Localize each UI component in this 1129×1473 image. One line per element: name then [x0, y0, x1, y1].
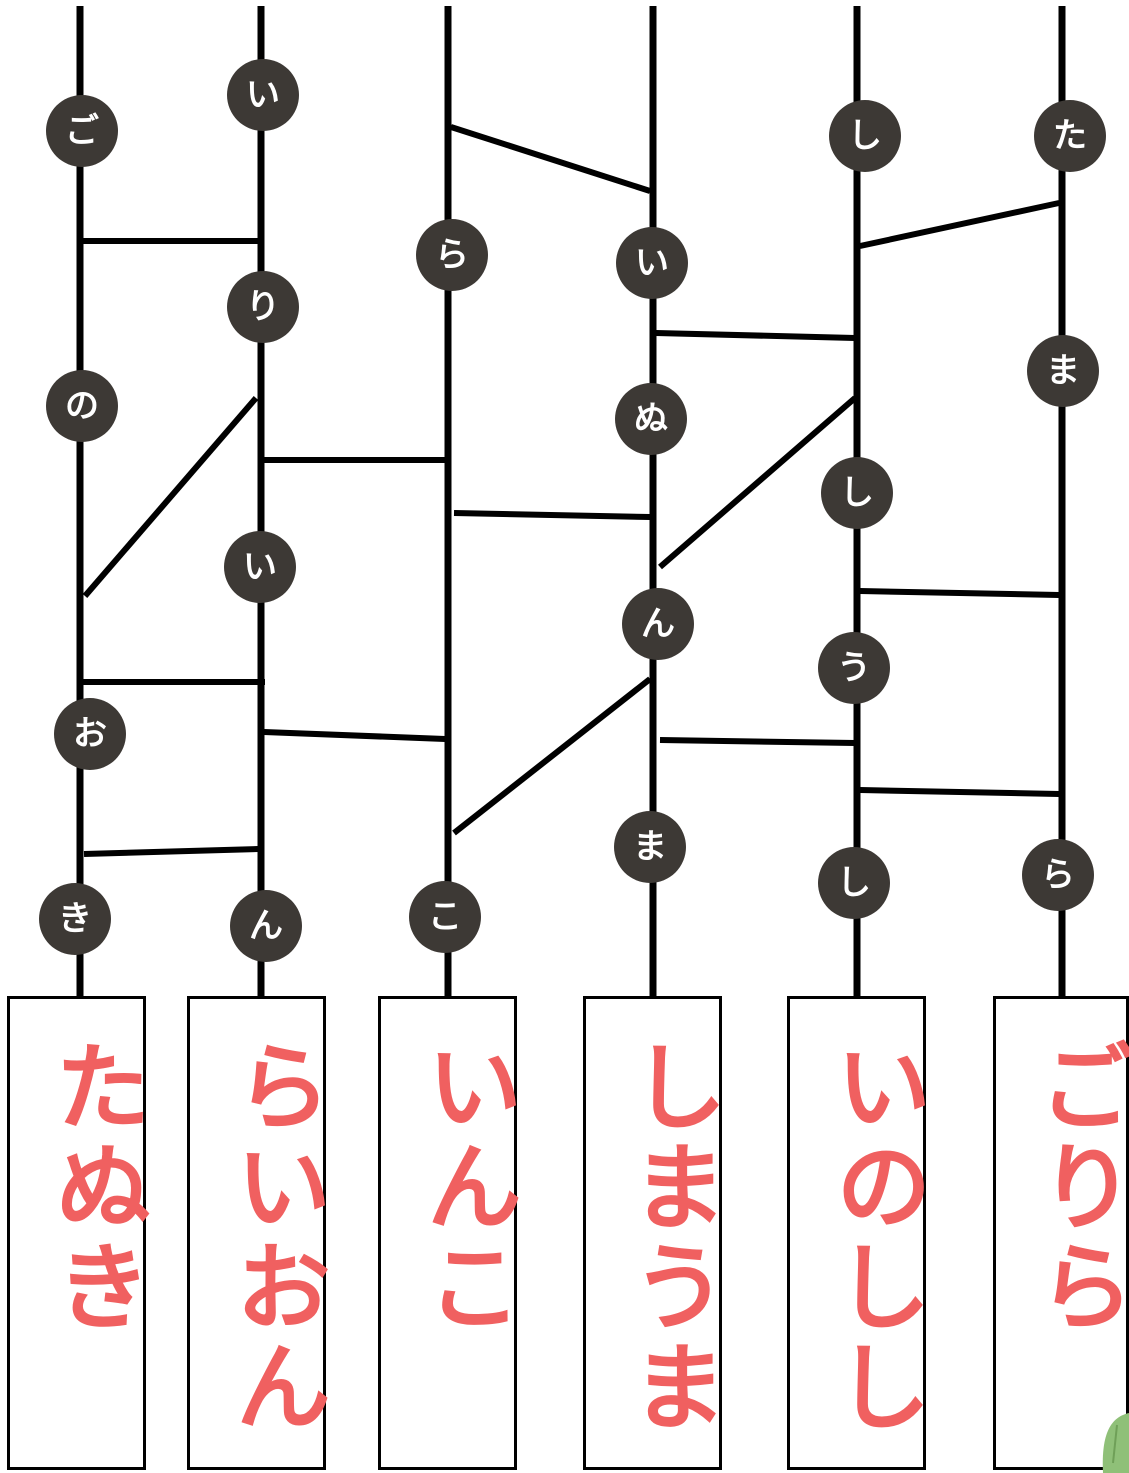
answer-card-2[interactable]: らいおん: [187, 996, 331, 1470]
answer-card-label: ごりら: [1022, 1037, 1129, 1337]
svg-text:し: し: [837, 863, 871, 903]
rung: [859, 200, 1060, 249]
svg-text:し: し: [848, 116, 882, 156]
svg-text:た: た: [1053, 116, 1087, 156]
svg-text:ぬ: ぬ: [634, 399, 668, 439]
lane-2-syllable: ん: [230, 890, 302, 962]
lane-1-syllable: お: [54, 698, 126, 770]
svg-text:ら: ら: [435, 235, 469, 275]
svg-text:し: し: [840, 473, 874, 513]
lane-5-syllable: し: [829, 100, 901, 172]
lane-4-syllable: ん: [622, 588, 694, 660]
svg-text:い: い: [246, 75, 280, 115]
leaf-icon: [1102, 1413, 1129, 1473]
lane-4-syllable: い: [616, 227, 688, 299]
answer-card-label: しまうま: [615, 1037, 727, 1437]
rung: [859, 787, 1060, 797]
rung: [859, 588, 1060, 598]
answer-card-label: らいおん: [219, 1037, 331, 1437]
lane-3-syllable: ら: [416, 219, 488, 291]
answer-card-1[interactable]: たぬき: [7, 996, 151, 1470]
answer-card-3[interactable]: いんこ: [378, 996, 522, 1470]
lane-1-syllable: の: [46, 370, 118, 442]
svg-text:い: い: [243, 547, 277, 587]
lane-2-syllable: り: [227, 271, 299, 343]
syllable-dots: ご の お き い り い ん ら こ い ぬ ん ま し し う し た ま …: [39, 59, 1106, 962]
lane-6-syllable: ま: [1027, 335, 1099, 407]
answer-card-label: いんこ: [410, 1037, 522, 1337]
svg-text:ま: ま: [633, 827, 667, 867]
rung: [83, 846, 259, 857]
rung: [658, 395, 857, 570]
answer-card-6[interactable]: ごりら: [993, 996, 1129, 1470]
lane-3-syllable: こ: [409, 881, 481, 953]
lane-1-syllable: ご: [46, 95, 118, 167]
lane-1-syllable: き: [39, 883, 111, 955]
svg-text:の: の: [65, 386, 99, 426]
svg-text:り: り: [246, 287, 280, 327]
lane-5-syllable: う: [818, 632, 890, 704]
rung: [453, 510, 651, 520]
lane-2-syllable: い: [227, 59, 299, 131]
svg-text:ん: ん: [641, 604, 675, 644]
answer-card-4[interactable]: しまうま: [583, 996, 727, 1470]
ladder-rungs: [80, 124, 1060, 857]
svg-text:ら: ら: [1041, 855, 1075, 895]
lane-5-syllable: し: [818, 847, 890, 919]
svg-text:き: き: [58, 899, 92, 939]
lane-4-syllable: ぬ: [615, 383, 687, 455]
svg-text:う: う: [837, 648, 871, 688]
lane-2-syllable: い: [224, 531, 296, 603]
lane-5-syllable: し: [821, 457, 893, 529]
svg-text:い: い: [635, 243, 669, 283]
answer-card-label: いのしし: [819, 1037, 931, 1437]
rung: [452, 676, 652, 836]
lane-4-syllable: ま: [614, 811, 686, 883]
svg-text:ん: ん: [249, 906, 283, 946]
answer-card-5[interactable]: いのしし: [787, 996, 931, 1470]
rung: [655, 330, 856, 341]
rung: [659, 737, 856, 746]
lane-6-syllable: ら: [1022, 839, 1094, 911]
svg-text:こ: こ: [428, 897, 462, 937]
answer-card-label: たぬき: [39, 1037, 151, 1337]
rung: [263, 729, 446, 742]
rung: [82, 396, 259, 598]
rung: [450, 124, 651, 194]
lane-6-syllable: た: [1034, 100, 1106, 172]
svg-text:ご: ご: [65, 111, 99, 151]
svg-text:お: お: [73, 714, 107, 754]
svg-text:ま: ま: [1046, 351, 1080, 391]
